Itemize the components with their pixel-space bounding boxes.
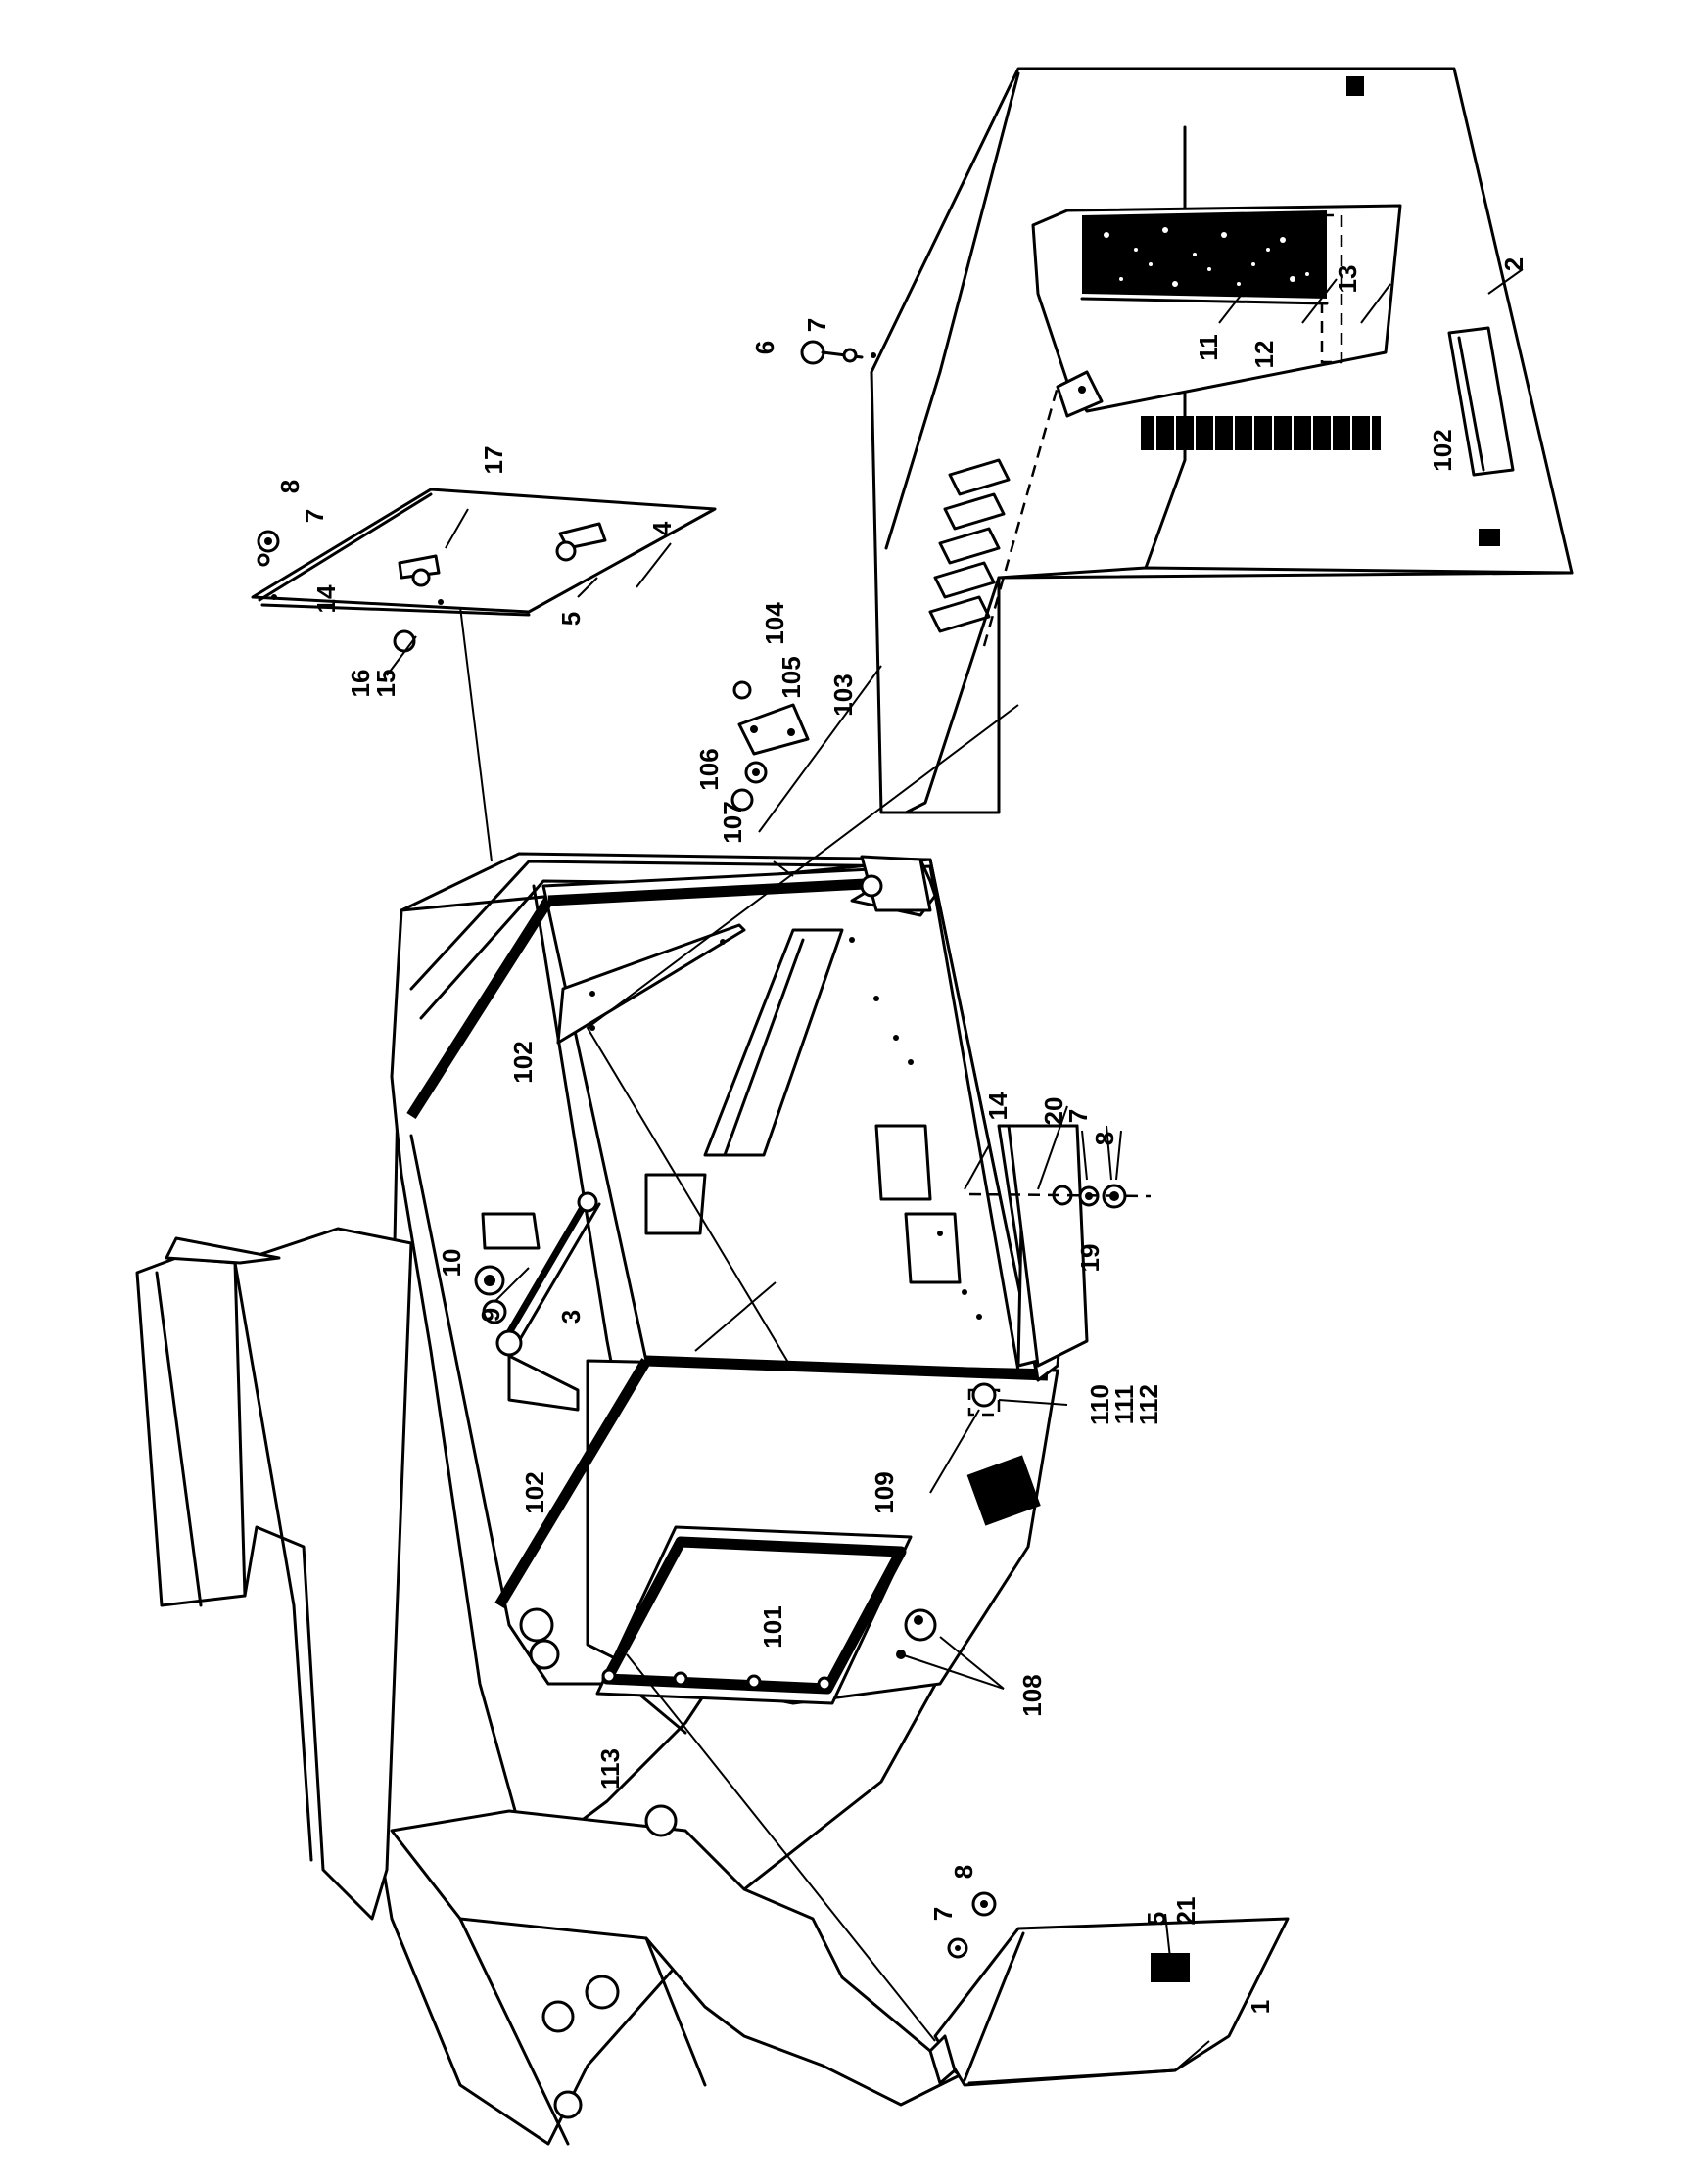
callout-7-cover1: 7 [928, 1907, 958, 1921]
callout-7-cover2: 7 [802, 318, 831, 332]
callout-7-cover4: 7 [300, 509, 329, 523]
callout-7-stack: 7 [1063, 1109, 1093, 1123]
main-housing [174, 852, 1089, 2146]
callout-13: 13 [1333, 265, 1362, 294]
callout-111: 111 [1109, 1385, 1139, 1425]
callout-107: 107 [718, 801, 747, 843]
callout-11: 11 [1194, 334, 1223, 361]
callout-8-stack: 8 [1090, 1132, 1119, 1145]
callout-105: 105 [777, 656, 806, 698]
callout-1: 1 [1246, 2000, 1275, 2014]
callout-17: 17 [479, 446, 508, 475]
callout-15: 15 [371, 670, 400, 698]
callout-102-left: 102 [508, 1041, 538, 1083]
callout-5-cover1: 5 [1142, 1912, 1171, 1926]
callout-102-right: 102 [1428, 429, 1457, 471]
callout-9: 9 [476, 1308, 505, 1322]
callout-14-cover4: 14 [311, 584, 341, 613]
cover-2 [800, 67, 1574, 814]
callout-19: 19 [1075, 1244, 1105, 1273]
callout-106: 106 [694, 748, 724, 790]
callout-104: 104 [760, 602, 789, 645]
callout-8-cover4: 8 [275, 480, 305, 493]
callout-12: 12 [1249, 341, 1279, 369]
callout-4: 4 [647, 521, 677, 535]
bracket-103 [730, 680, 810, 812]
callout-10: 10 [437, 1249, 466, 1278]
callout-108: 108 [1017, 1674, 1047, 1716]
callout-102-middle: 102 [520, 1471, 549, 1513]
callout-101: 101 [758, 1605, 787, 1648]
callout-112: 112 [1134, 1384, 1163, 1425]
callout-103: 103 [828, 674, 858, 716]
cover-1 [928, 1891, 1290, 2087]
callout-16: 16 [346, 670, 375, 698]
callout-109: 109 [870, 1471, 899, 1513]
fastener-stack-20-7-8 [968, 1184, 1152, 1209]
callout-3: 3 [556, 1310, 586, 1324]
callout-20: 20 [1039, 1097, 1068, 1126]
callout-113: 113 [595, 1748, 625, 1789]
callout-14-housing: 14 [983, 1092, 1012, 1120]
cover-4 [251, 488, 717, 653]
callout-110: 110 [1085, 1384, 1114, 1425]
callout-labels: 1 2 3 4 5 5 6 7 7 7 7 8 8 8 9 10 11 12 1… [275, 257, 1529, 2014]
callout-2: 2 [1499, 257, 1529, 271]
callout-6: 6 [750, 341, 779, 354]
assembly-lines [386, 268, 1524, 2071]
left-duct [135, 1236, 281, 1607]
callout-5-cover4: 5 [556, 612, 586, 626]
callout-8-cover1: 8 [949, 1865, 978, 1879]
callout-21: 21 [1171, 1897, 1201, 1926]
